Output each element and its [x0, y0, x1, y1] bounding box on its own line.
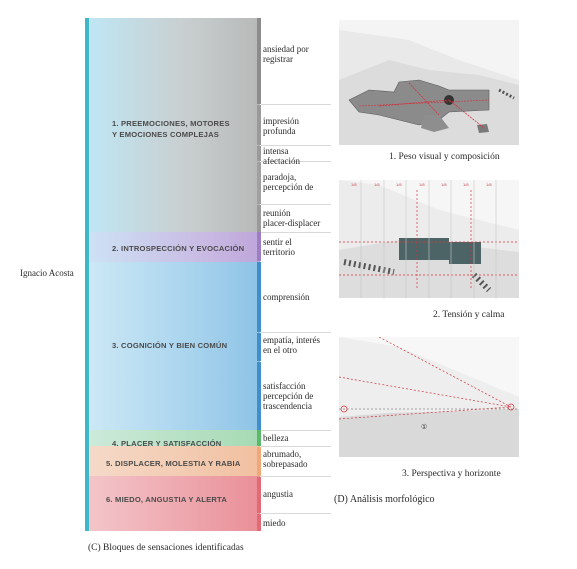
group-band-cognicion: [85, 262, 260, 430]
divider: [261, 476, 331, 477]
segment-bar-5: [257, 205, 261, 232]
group-label-6: 6. MIEDO, ANGUSTIA Y ALERTA: [106, 495, 228, 504]
segment-bar-9: [257, 362, 261, 430]
segment-bar-7: [257, 262, 261, 332]
group-band-placer: [85, 430, 260, 446]
group-label-5: 5. DISPLACER, MOLESTIA Y RABIA: [106, 459, 241, 468]
figure-perspectiva-horizonte: ①: [339, 337, 519, 457]
sensation-label: miedo: [263, 518, 286, 528]
divider: [261, 145, 331, 146]
sensation-label: comprensión: [263, 292, 310, 302]
segment-bar-3: [257, 146, 261, 161]
caption-fig3: 3. Perspectiva y horizonte: [402, 469, 501, 479]
segment-bar-4: [257, 162, 261, 204]
grid-label: 1/8: [486, 182, 492, 187]
segment-bar-2: [257, 105, 261, 145]
divider: [261, 161, 331, 162]
divider: [261, 332, 331, 333]
sensation-label: belleza: [263, 433, 289, 443]
group-label-4: 4. PLACER Y SATISFACCIÓN: [112, 439, 222, 448]
divider: [261, 204, 331, 205]
group-label-1-line1: 1. PREEMOCIONES, MOTORES: [112, 119, 230, 128]
left-edge-bar: [85, 18, 89, 531]
grid-label: 1/8: [419, 182, 425, 187]
grid-label: 1/8: [396, 182, 402, 187]
segment-bar-10: [257, 430, 261, 446]
group-label-1: 1. PREEMOCIONES, MOTORES Y EMOCIONES COM…: [112, 118, 230, 140]
group-label-3: 3. COGNICIÓN Y BIEN COMÚN: [112, 341, 228, 350]
group-band-introspeccion: [85, 232, 260, 262]
caption-c: (C) Bloques de sensaciones identificadas: [88, 543, 244, 553]
group-label-2: 2. INTROSPECCIÓN Y EVOCACIÓN: [112, 244, 245, 253]
figure-peso-visual: [339, 20, 519, 145]
sensation-label: abrumado,sobrepasado: [263, 449, 308, 469]
divider: [261, 446, 331, 447]
group-band-displacer: [85, 446, 260, 476]
divider: [261, 513, 331, 514]
caption-fig2: 2. Tensión y calma: [433, 310, 505, 320]
segment-bar-8: [257, 333, 261, 361]
segment-bar-11: [257, 447, 261, 476]
sensation-label: paradoja,percepción de: [263, 172, 314, 192]
caption-fig1: 1. Peso visual y composición: [389, 152, 500, 162]
group-band-miedo: [85, 476, 260, 531]
marker-label: ①: [421, 423, 427, 431]
grid-label: 1/8: [441, 182, 447, 187]
grid-label: 1/8: [374, 182, 380, 187]
caption-d: (D) Análisis morfológico: [334, 494, 435, 505]
author-label: Ignacio Acosta: [20, 268, 74, 278]
figure-tension-calma: 1/8 1/8 1/8 1/8 1/8 1/8 1/8: [339, 180, 519, 298]
segment-bar-12: [257, 477, 261, 513]
grid-label: 1/8: [463, 182, 469, 187]
grid-label: 1/8: [351, 182, 357, 187]
sensation-label: angustia: [263, 489, 293, 499]
group-label-1-line2: Y EMOCIONES COMPLEJAS: [112, 130, 220, 139]
segment-bar-13: [257, 514, 261, 531]
segment-bar-6: [257, 232, 261, 261]
segment-bar-1: [257, 18, 261, 104]
divider: [261, 232, 331, 233]
divider: [261, 104, 331, 105]
divider: [261, 430, 331, 431]
